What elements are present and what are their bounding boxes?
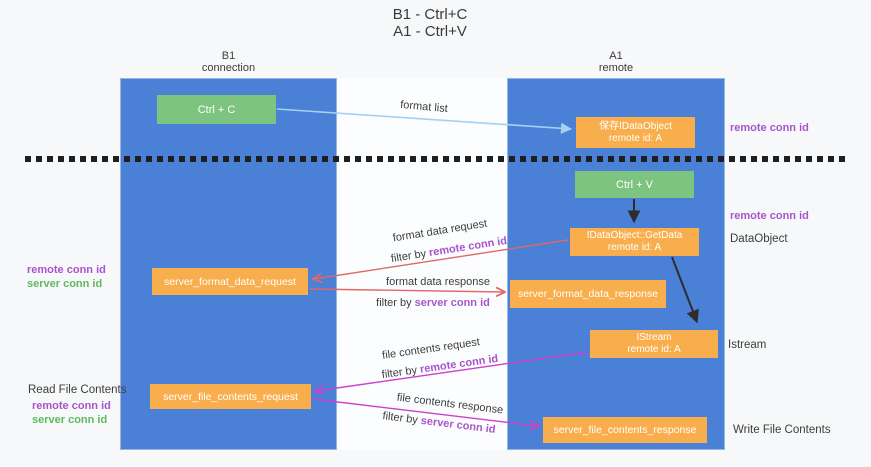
- istream-box: IStream remote id: A: [590, 330, 718, 358]
- ctrl-v-box: Ctrl + V: [575, 171, 694, 198]
- b1-header-name: B1: [221, 50, 236, 62]
- istream-line2: remote id: A: [627, 344, 681, 355]
- getdata-line2: remote id: A: [607, 242, 662, 253]
- title-line-2: A1 - Ctrl+V: [393, 23, 467, 40]
- save-idataobject-line2: remote id: A: [608, 132, 663, 144]
- getdata-line1: IDataObject::GetData: [586, 230, 683, 241]
- getdata-box: IDataObject::GetData remote id: A: [570, 228, 699, 256]
- title-line-1: B1 - Ctrl+C: [392, 6, 468, 23]
- right-dataobject-label: DataObject: [730, 233, 788, 245]
- server-format-data-request-label: server_format_data_request: [164, 275, 296, 288]
- ctrl-c-box: Ctrl + C: [157, 95, 276, 124]
- right-remote-conn-id-top-label: remote conn id: [730, 122, 809, 134]
- save-idataobject-box: 保存IDataObject remote id: A: [576, 117, 695, 148]
- format-data-response-label: format data response: [386, 276, 490, 288]
- right-remote-conn-id-mid-label: remote conn id: [730, 210, 809, 222]
- ctrl-c-label: Ctrl + C: [197, 103, 236, 116]
- diagram-title: B1 - Ctrl+C A1 - Ctrl+V: [0, 6, 860, 40]
- server-file-contents-request-box: server_file_contents_request: [150, 384, 311, 409]
- filter-server-conn-id-text: server conn id: [414, 297, 490, 309]
- istream-line1: IStream: [636, 332, 672, 343]
- left-server-conn-id-top-label: server conn id: [27, 278, 103, 290]
- server-format-data-response-label: server_format_data_response: [517, 288, 659, 300]
- b1-column-header: B1 connection: [120, 50, 337, 74]
- filter-prefix: filter by: [376, 297, 415, 309]
- right-write-file-contents-label: Write File Contents: [733, 424, 831, 436]
- left-read-file-contents-label: Read File Contents: [28, 384, 127, 396]
- a1-header-role: remote: [598, 62, 634, 74]
- server-file-contents-response-box: server_file_contents_response: [543, 417, 707, 443]
- server-file-contents-request-label: server_file_contents_request: [163, 390, 298, 403]
- left-server-conn-id-bottom-label: server conn id: [32, 414, 108, 426]
- b1-header-role: connection: [201, 62, 256, 74]
- right-istream-label: Istream: [728, 339, 767, 351]
- a1-header-name: A1: [609, 50, 623, 62]
- server-format-data-request-box: server_format_data_request: [152, 268, 308, 295]
- save-idataobject-line1: 保存IDataObject: [599, 120, 672, 132]
- a1-column-header: A1 remote: [507, 50, 725, 74]
- server-file-contents-response-label: server_file_contents_response: [553, 424, 697, 436]
- filter-by-server-conn-id-label-1: filter by server conn id: [376, 297, 490, 309]
- left-remote-conn-id-top-label: remote conn id: [27, 264, 106, 276]
- ctrl-v-label: Ctrl + V: [616, 178, 653, 191]
- left-remote-conn-id-bottom-label: remote conn id: [32, 400, 111, 412]
- server-format-data-response-box: server_format_data_response: [510, 280, 666, 308]
- dashed-divider: [25, 156, 848, 162]
